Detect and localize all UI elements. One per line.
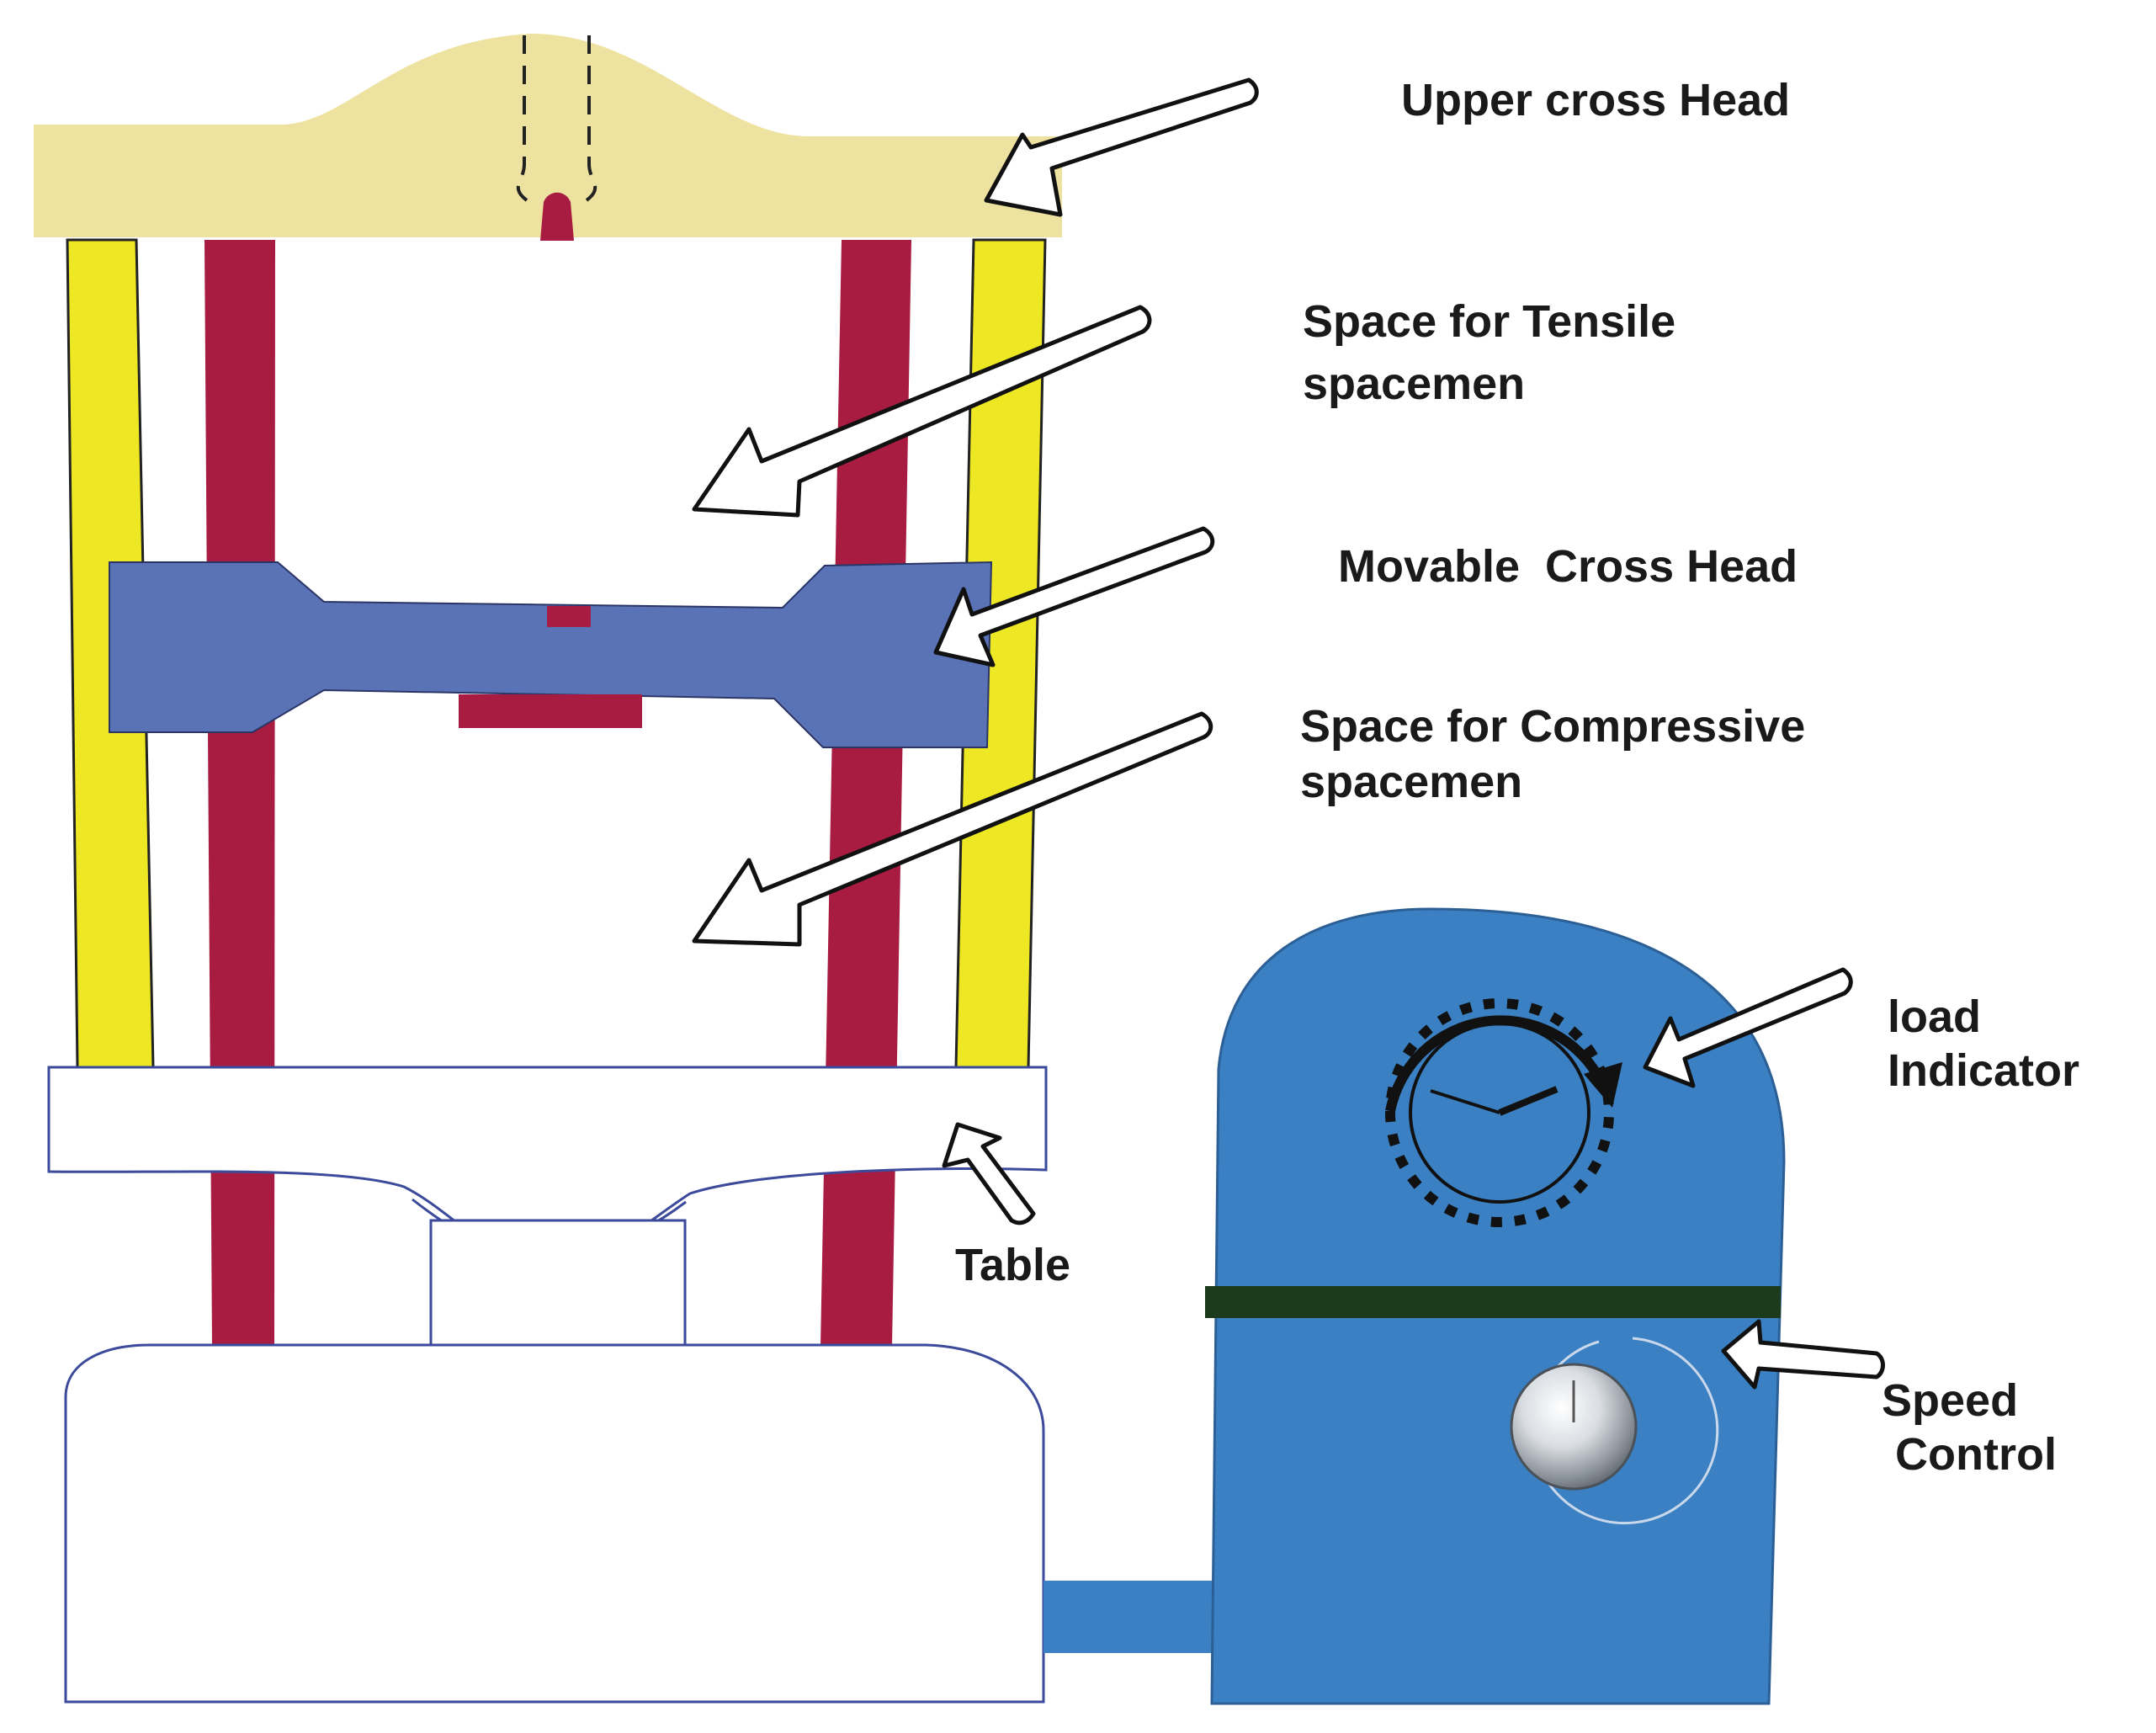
movable-cross-head bbox=[109, 561, 993, 748]
label-load-indicator: load Indicator bbox=[1888, 990, 2079, 1098]
label-movable-cross-head-text: Movable Cross Head bbox=[1338, 541, 1798, 592]
label-speed-line2: Control bbox=[1895, 1429, 2057, 1480]
clock-dial-icon bbox=[1385, 998, 1622, 1227]
arrow-speed-control bbox=[1721, 1319, 1885, 1390]
machine-base bbox=[64, 1343, 1045, 1704]
label-table: Table bbox=[955, 1234, 1070, 1296]
upper-grip bbox=[540, 192, 574, 241]
control-cabinet bbox=[1205, 907, 1786, 1705]
label-tensile-space: Space for Tensile spacemen bbox=[1303, 290, 1675, 415]
arrows bbox=[692, 77, 1885, 1390]
upper-cross-head bbox=[34, 34, 1062, 241]
arrow-compressive-space bbox=[692, 711, 1213, 947]
inner-column-left bbox=[204, 240, 275, 1347]
label-compressive-line2: spacemen bbox=[1300, 757, 1523, 807]
table-pedestal bbox=[429, 1219, 687, 1353]
label-tensile-line1: Space for Tensile bbox=[1303, 296, 1676, 347]
label-table-text: Table bbox=[955, 1240, 1071, 1290]
label-load-line1: load bbox=[1888, 991, 1982, 1042]
label-compressive-space: Space for Compressive spacemen bbox=[1300, 699, 1805, 810]
arrow-load-indicator bbox=[1643, 967, 1853, 1088]
arrow-movable-cross-head bbox=[933, 526, 1215, 667]
lower-specimen-grip bbox=[459, 694, 642, 728]
connecting-pipe bbox=[1043, 1581, 1212, 1653]
arrow-table bbox=[942, 1122, 1036, 1225]
label-compressive-line1: Space for Compressive bbox=[1300, 701, 1806, 752]
label-upper-cross-head-text: Upper cross Head bbox=[1401, 75, 1791, 125]
cabinet-band bbox=[1205, 1286, 1781, 1318]
arrow-upper-cross-head bbox=[984, 77, 1259, 217]
label-movable-cross-head: Movable Cross Head bbox=[1338, 535, 1798, 598]
upper-specimen-grip bbox=[547, 606, 591, 627]
arrow-tensile-space bbox=[692, 305, 1152, 518]
label-speed-line1: Speed bbox=[1882, 1375, 2019, 1426]
label-speed-control: Speed Control bbox=[1882, 1374, 2057, 1481]
label-tensile-line2: spacemen bbox=[1303, 359, 1526, 409]
label-load-line2: Indicator bbox=[1888, 1045, 2080, 1096]
rotary-knob-icon[interactable] bbox=[1510, 1337, 1719, 1525]
upper-cross-head-bore bbox=[516, 35, 597, 202]
label-upper-cross-head: Upper cross Head bbox=[1401, 69, 1790, 131]
